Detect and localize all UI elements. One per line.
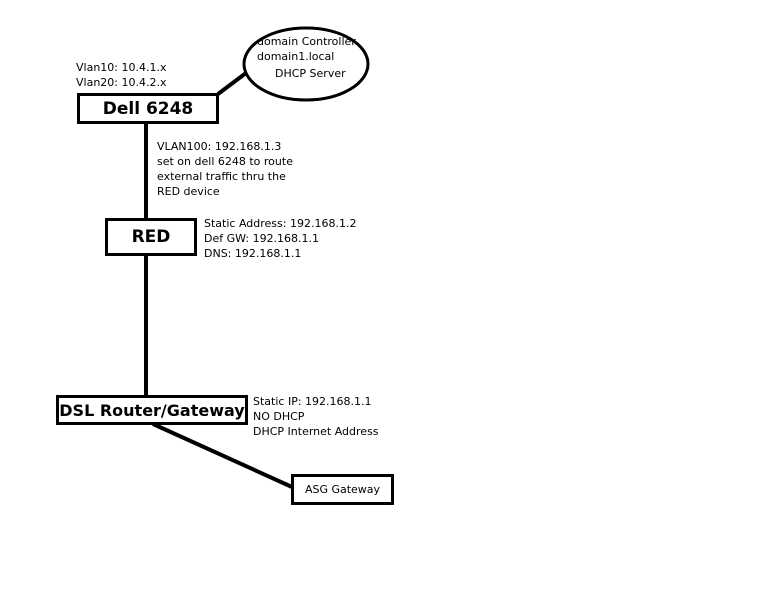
domain-controller-node <box>242 26 370 102</box>
vlan100-line-2: set on dell 6248 to route <box>157 155 293 168</box>
dsl-router-label: DSL Router/Gateway <box>59 400 245 420</box>
red-static-address: Static Address: 192.168.1.2 <box>204 217 357 230</box>
red-node: RED <box>105 218 197 256</box>
dsl-dhcp-internet: DHCP Internet Address <box>253 425 379 438</box>
vlan20-text: Vlan20: 10.4.2.x <box>76 76 167 89</box>
dsl-no-dhcp: NO DHCP <box>253 410 305 423</box>
vlan100-line-4: RED device <box>157 185 220 198</box>
red-info-annotation: Static Address: 192.168.1.2 Def GW: 192.… <box>204 216 356 261</box>
vlan100-line-3: external traffic thru the <box>157 170 286 183</box>
red-dns: DNS: 192.168.1.1 <box>204 247 302 260</box>
vlan10-text: Vlan10: 10.4.1.x <box>76 61 167 74</box>
asg-gateway-label: ASG Gateway <box>304 483 381 496</box>
vlan100-line-1: VLAN100: 192.168.1.3 <box>157 140 282 153</box>
dell-6248-node: Dell 6248 <box>77 93 219 124</box>
dell-6248-label: Dell 6248 <box>102 98 194 119</box>
asg-gateway-node: ASG Gateway <box>291 474 394 505</box>
vlan100-annotation: VLAN100: 192.168.1.3 set on dell 6248 to… <box>157 139 293 199</box>
vlans-annotation: Vlan10: 10.4.1.x Vlan20: 10.4.2.x <box>76 60 167 90</box>
domain-controller-label-3: DHCP Server <box>275 67 346 80</box>
link-dsl-to-asg <box>152 422 293 489</box>
red-def-gw: Def GW: 192.168.1.1 <box>204 232 320 245</box>
domain-controller-label-1: domain Controller <box>257 35 356 48</box>
dsl-static-ip: Static IP: 192.168.1.1 <box>253 395 372 408</box>
red-label: RED <box>131 227 171 247</box>
domain-controller-label-2: domain1.local <box>257 50 335 63</box>
dsl-info-annotation: Static IP: 192.168.1.1 NO DHCP DHCP Inte… <box>253 394 379 439</box>
dsl-router-node: DSL Router/Gateway <box>56 395 248 425</box>
